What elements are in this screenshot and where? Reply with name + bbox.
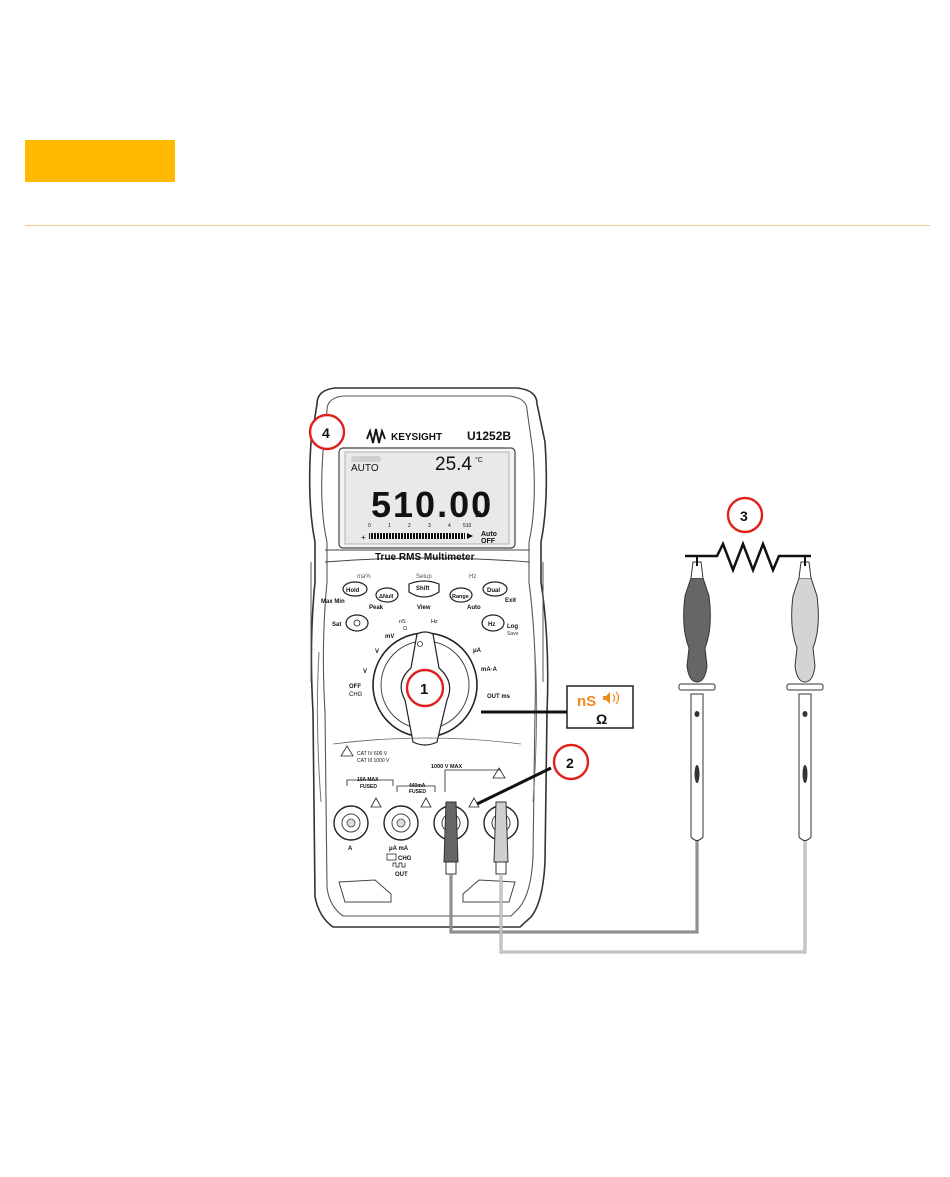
callout-1: 1 — [405, 668, 445, 708]
lcd-temperature: 25.4 — [435, 454, 472, 475]
svg-text:Range: Range — [452, 594, 469, 600]
max-min-label: Max Min — [321, 599, 345, 605]
rotary-ua-label: μA — [473, 648, 482, 654]
svg-text:1: 1 — [388, 523, 391, 529]
resistor — [685, 540, 811, 574]
svg-text:Dual: Dual — [487, 588, 500, 594]
svg-text:4: 4 — [448, 523, 451, 529]
svg-text:2: 2 — [408, 523, 411, 529]
resistance-measurement-figure: KEYSIGHT U1252B AUTO 25.4 °C 510.00 Ω 0 … — [305, 382, 825, 967]
warning-icon-com — [468, 797, 480, 808]
terminal-ua-ma-label: μA mA — [389, 846, 409, 852]
speaker-icon — [603, 692, 610, 704]
lcd-screen — [344, 451, 510, 545]
lcd-auto-off-1: Auto — [481, 531, 497, 538]
backlight-button[interactable] — [345, 614, 369, 632]
beep-waves-icon — [612, 691, 620, 705]
lcd-auto-off-2: OFF — [481, 538, 496, 545]
brand-label: KEYSIGHT — [391, 432, 442, 443]
terminal-out-label: OUT — [395, 872, 408, 878]
battery-icon — [386, 853, 397, 861]
callout-3: 3 — [726, 496, 764, 534]
warning-icon-a — [370, 797, 382, 808]
svg-text:Hz: Hz — [488, 622, 495, 628]
warning-icon-ma — [420, 797, 432, 808]
lcd-temp-unit: °C — [475, 456, 483, 464]
function-label-box: nS Ω — [566, 685, 634, 729]
setup-label: Setup — [416, 574, 432, 580]
rotary-vdc-label: V — [375, 649, 379, 655]
log-label: Log — [507, 624, 518, 630]
red-test-lead — [493, 561, 824, 954]
auto-label: Auto — [467, 605, 481, 611]
peak-label: Peak — [369, 605, 384, 611]
rotary-vac-label: V — [363, 669, 367, 675]
svg-text:ΔNull: ΔNull — [379, 594, 394, 600]
cat-iv-label: CAT IV 600 V — [357, 751, 388, 757]
null-button[interactable]: ΔNull — [375, 587, 399, 603]
hold-button[interactable]: Hold — [342, 581, 368, 597]
svg-text:510: 510 — [463, 523, 472, 529]
max-1000v-label: 1000 V MAX — [431, 764, 463, 770]
rotary-chg-label: CHG — [349, 692, 363, 698]
rotary-mv-label: mV — [385, 634, 394, 640]
fused-10a-label-2: FUSED — [360, 784, 377, 790]
svg-text:Hold: Hold — [346, 588, 360, 594]
rotary-off-label: OFF — [349, 684, 361, 690]
header-rule — [25, 225, 930, 226]
ma-percent-label: ma% — [357, 574, 371, 580]
callout-2: 2 — [552, 743, 590, 781]
rotary-ma-label: mA·A — [481, 667, 498, 673]
hz-top-label: Hz — [469, 574, 476, 580]
section-accent-bar — [25, 140, 175, 182]
lcd-auto-label: AUTO — [351, 463, 379, 474]
sun-icon — [353, 619, 361, 627]
terminal-ua-ma[interactable] — [383, 805, 419, 841]
dual-button[interactable]: Dual — [482, 581, 508, 597]
terminal-chg-label: CHG — [398, 856, 412, 862]
save-label: Save — [507, 631, 519, 637]
hz-button[interactable]: Hz — [481, 614, 505, 632]
terminal-a-label: A — [348, 846, 353, 852]
keysight-logo-icon — [366, 427, 386, 444]
fused-440-label-1: 440mA — [409, 783, 426, 789]
terminal-a[interactable] — [333, 805, 369, 841]
lcd-reading-unit: Ω — [475, 510, 482, 519]
svg-text:3: 3 — [428, 523, 431, 529]
lcd-bargraph: 0 1 2 3 4 510 + — [361, 523, 473, 542]
lcd-indicator — [351, 456, 381, 462]
fused-440-label-2: FUSED — [409, 789, 426, 795]
range-button[interactable]: Range — [449, 587, 473, 603]
multimeter-diagram: KEYSIGHT U1252B AUTO 25.4 °C 510.00 Ω 0 … — [308, 387, 824, 954]
svg-text:Shift: Shift — [416, 586, 429, 592]
exit-label: Exit — [505, 598, 516, 604]
callout-4: 4 — [308, 413, 346, 451]
cat-iii-label: CAT III 1000 V — [357, 758, 390, 764]
view-label: View — [417, 605, 431, 611]
black-test-lead — [443, 561, 716, 934]
rotary-ns-label: nS — [399, 619, 406, 625]
svg-text:2: 2 — [566, 755, 574, 771]
ns-label: nS — [577, 693, 596, 710]
sat-label: Sat — [332, 622, 341, 628]
svg-text:0: 0 — [368, 523, 371, 529]
rotary-hz-label: Hz — [431, 619, 438, 625]
callout-2-leader — [476, 766, 552, 806]
square-wave-icon — [392, 862, 406, 868]
svg-text:4: 4 — [322, 425, 330, 441]
meter-body: KEYSIGHT U1252B AUTO 25.4 °C 510.00 Ω 0 … — [308, 387, 549, 928]
meter-title: True RMS Multimeter — [375, 552, 475, 563]
warning-icon-right — [492, 767, 506, 779]
svg-text:+: + — [361, 533, 366, 542]
lcd-main-reading: 510.00 — [371, 484, 493, 525]
warning-icon — [340, 745, 354, 757]
fused-10a-label-1: 10A MAX — [357, 777, 379, 783]
ohm-symbol: Ω — [596, 711, 607, 727]
rotary-out-label: OUT ms — [487, 694, 511, 700]
svg-text:3: 3 — [740, 508, 748, 524]
shift-button[interactable]: Shift — [408, 580, 440, 598]
model-label: U1252B — [467, 429, 511, 443]
svg-text:1: 1 — [420, 681, 428, 698]
rotary-ohm-label: Ω — [403, 626, 407, 632]
